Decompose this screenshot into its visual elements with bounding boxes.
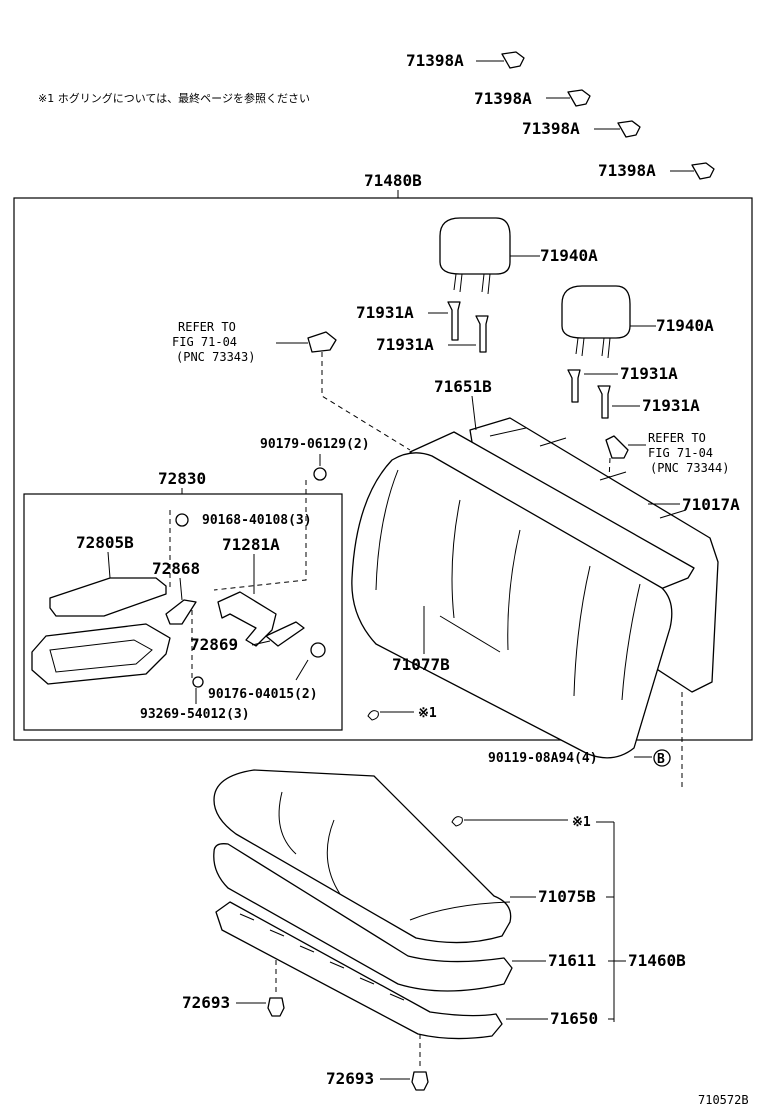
headrest-right: 71940A — [561, 285, 714, 359]
hinge-72868 — [165, 599, 197, 625]
support-icon — [447, 301, 461, 341]
hog-ring-icon — [451, 816, 463, 827]
hog-ring-icon — [367, 710, 379, 721]
part-label-72805b: 72805B — [76, 533, 134, 552]
circle-b-marker — [653, 749, 671, 767]
refer-line3: (PNC 73344) — [650, 461, 729, 475]
cushion-assembly-bracket: 71460B — [606, 822, 686, 1022]
part-label-71398a: 71398A — [522, 119, 580, 138]
rear-seatback: 71651B 71017A 71077B — [351, 377, 740, 759]
refer-line2: FIG 71-04 — [648, 446, 713, 460]
bracket-71281a — [217, 591, 277, 647]
clip-icon — [617, 120, 641, 138]
circle-b-label: B — [657, 752, 665, 767]
part-label-90179: 90179-06129(2) — [260, 437, 370, 452]
part-label-72830: 72830 — [158, 469, 206, 488]
nut-icon — [310, 642, 326, 658]
part-label-71398a: 71398A — [474, 89, 532, 108]
part-label-72693: 72693 — [182, 993, 230, 1012]
part-label-71611: 71611 — [548, 951, 596, 970]
refer-line3: (PNC 73343) — [176, 350, 255, 364]
rear-seat-cushion: 71075B 71611 71650 — [213, 769, 598, 1040]
part-label-90176: 90176-04015(2) — [208, 687, 318, 702]
refer-callout-left: REFER TO FIG 71-04 (PNC 73343) — [172, 320, 411, 451]
hog-ring-note: ※1 ホグリングについては、最終ページを参照ください — [38, 91, 310, 105]
armrest-assembly-frame — [23, 493, 343, 731]
armrest-parts: 72805B 72868 71281A 72869 90168-40108(3)… — [31, 480, 326, 722]
hog-ring-marker-upper: ※1 — [367, 706, 437, 721]
support-icon — [475, 315, 489, 353]
hog-ring-marker-lower: ※1 — [451, 815, 614, 830]
part-label-71931a: 71931A — [376, 335, 434, 354]
hog-ring-ref: ※1 — [572, 815, 591, 830]
clip-72693-lower: 72693 — [326, 1034, 429, 1091]
clip-71398a-1: 71398A — [406, 51, 525, 70]
clip-icon — [567, 89, 591, 107]
clip-icon — [691, 162, 715, 180]
support-icon — [567, 369, 581, 403]
part-label-90119: 90119-08A94(4) — [488, 751, 598, 766]
clip-icon — [411, 1071, 429, 1091]
part-label-71940a: 71940A — [656, 316, 714, 335]
striker-cover-icon — [605, 435, 629, 459]
clip-71398a-4: 71398A — [598, 161, 715, 180]
clip-71398a-3: 71398A — [522, 119, 641, 138]
part-label-71017a: 71017A — [682, 495, 740, 514]
support-icon — [597, 385, 611, 419]
part-label-71398a: 71398A — [406, 51, 464, 70]
clip-72693-upper: 72693 — [182, 960, 285, 1017]
hog-ring-ref: ※1 — [418, 706, 437, 721]
part-label-71480b: 71480B — [364, 171, 422, 190]
seatback-assembly-frame — [13, 197, 753, 741]
armrest-base — [31, 623, 171, 685]
part-label-71931a: 71931A — [642, 396, 700, 415]
part-label-72693: 72693 — [326, 1069, 374, 1088]
part-label-90168: 90168-40108(3) — [202, 513, 312, 528]
screw-icon — [175, 513, 189, 527]
part-label-71398a: 71398A — [598, 161, 656, 180]
part-label-72869: 72869 — [190, 635, 238, 654]
headrest-support-group-right: 71931A 71931A — [567, 364, 700, 419]
bolt-90119: 90119-08A94(4) B — [488, 692, 683, 790]
part-label-93269: 93269-54012(3) — [140, 707, 250, 722]
part-label-72868: 72868 — [152, 559, 200, 578]
armrest-lid — [49, 577, 167, 617]
striker-cover-icon — [307, 331, 337, 353]
part-label-71075b: 71075B — [538, 887, 596, 906]
clip-icon — [501, 51, 525, 69]
clip-icon — [267, 997, 285, 1017]
part-label-71931a: 71931A — [620, 364, 678, 383]
screw-icon — [192, 676, 204, 688]
part-label-71940a: 71940A — [540, 246, 598, 265]
headrest-support-group-left: 71931A 71931A — [356, 301, 489, 354]
part-label-71651b: 71651B — [434, 377, 492, 396]
part-label-71460b: 71460B — [628, 951, 686, 970]
refer-line1: REFER TO — [178, 320, 236, 334]
figure-id: 710572B — [698, 1093, 749, 1107]
refer-line2: FIG 71-04 — [172, 335, 237, 349]
hinge-72869 — [265, 621, 305, 647]
part-label-71077b: 71077B — [392, 655, 450, 674]
screw-90179: 90179-06129(2) — [260, 437, 370, 481]
part-label-71281a: 71281A — [222, 535, 280, 554]
part-label-71931a: 71931A — [356, 303, 414, 322]
refer-line1: REFER TO — [648, 431, 706, 445]
screw-icon — [313, 467, 327, 481]
clip-71398a-2: 71398A — [474, 89, 591, 108]
headrest-left: 71940A — [439, 217, 598, 295]
part-label-71650: 71650 — [550, 1009, 598, 1028]
